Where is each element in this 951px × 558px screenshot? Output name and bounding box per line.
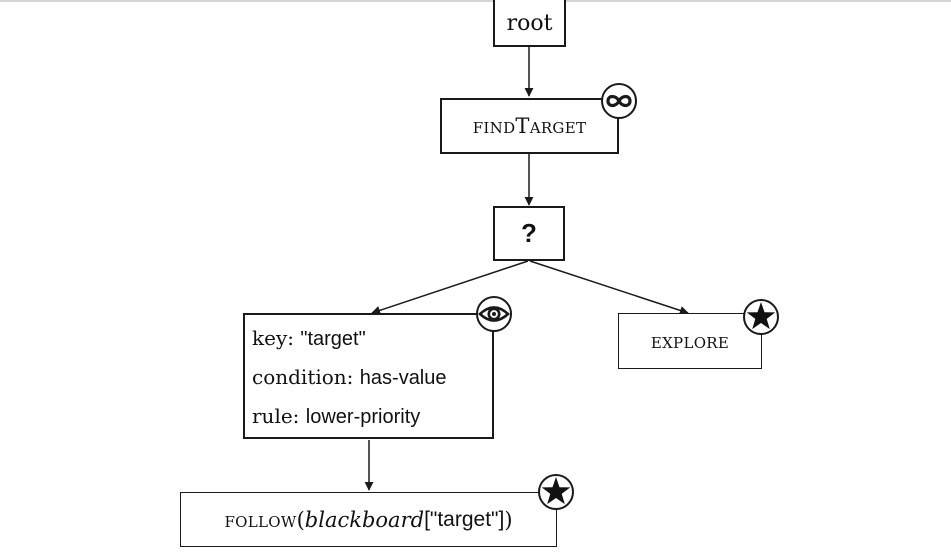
decorator-rule-line: rule: lower-priority [252,397,492,436]
selector-label: ? [521,218,537,248]
star-icon [743,299,779,335]
root-node: root [493,0,566,47]
decorator-rule-value: lower-priority [305,406,421,428]
decorator-condition-value: has-value [359,367,447,389]
follow-func-label: follow [224,507,297,532]
follow-close-paren: ) [504,507,513,532]
decorator-rule-label: rule: [252,404,300,428]
edge-selector-explore [529,260,689,315]
top-border [0,0,951,2]
decorator-node: key: "target" condition: has-value rule:… [243,313,494,439]
explore-node: explore [618,313,762,369]
find-target-label: findTarget [472,114,587,138]
decorator-key-label: key: [252,326,294,350]
decorator-key-line: key: "target" [252,319,492,358]
decorator-condition-label: condition: [252,365,354,389]
edge-selector-decorator [371,260,529,315]
decorator-condition-line: condition: has-value [252,358,492,397]
follow-node: follow(blackboard["target"]) [180,492,557,547]
follow-arg-key: ["target"] [424,507,505,531]
infinity-icon [601,83,637,119]
find-target-node: findTarget [440,98,619,154]
root-label: root [506,11,553,36]
follow-open-paren: ( [296,507,305,532]
star-icon [538,474,574,510]
selector-node: ? [493,206,565,261]
follow-arg-var: blackboard [304,507,425,532]
eye-icon [476,296,512,332]
explore-label: explore [650,329,730,353]
decorator-key-value: "target" [300,328,366,350]
